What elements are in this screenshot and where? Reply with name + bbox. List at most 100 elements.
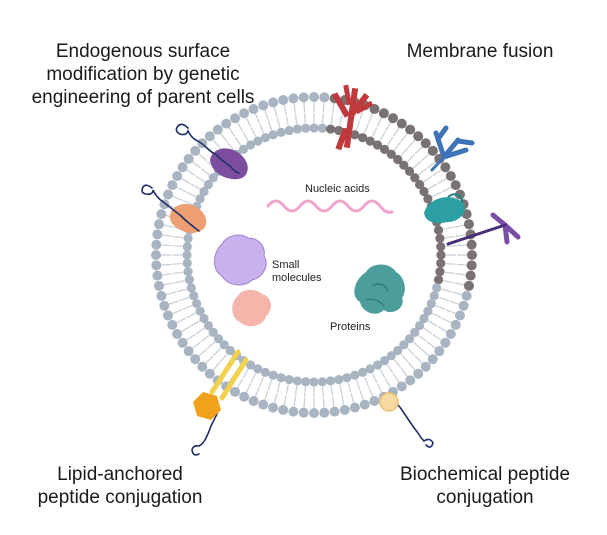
- lipid-head: [386, 149, 396, 159]
- lipid-head: [268, 130, 278, 140]
- lipid-head: [184, 275, 195, 285]
- lipid-head: [440, 337, 451, 348]
- lipid-tail: [242, 131, 249, 142]
- lipid-tail: [423, 327, 433, 335]
- lipid-head: [245, 360, 256, 370]
- lipid-head: [309, 377, 319, 387]
- lipid-head: [349, 402, 360, 413]
- lipid-tail: [359, 109, 364, 120]
- lipid-tail: [444, 271, 455, 275]
- lipid-tail: [267, 120, 273, 131]
- lipid-head: [342, 373, 352, 383]
- lipid-tail: [181, 325, 191, 333]
- lipid-tail: [400, 353, 409, 363]
- lipid-tail: [455, 234, 466, 237]
- lipid-tail: [445, 262, 456, 265]
- lipid-tail: [283, 104, 287, 115]
- lipid-head: [369, 395, 380, 406]
- lipid-head: [309, 408, 319, 418]
- lipid-tail: [332, 103, 335, 114]
- lipid-head: [203, 320, 214, 331]
- lipid-tail: [363, 123, 369, 134]
- lipid-head: [309, 92, 319, 102]
- lipid-tail: [294, 114, 298, 125]
- lipid-tail: [427, 183, 438, 190]
- lipid-head: [435, 266, 445, 277]
- caption-biochemical-peptide-conjugation: Biochemical peptide conjugation: [380, 463, 590, 509]
- lipid-tail: [259, 123, 265, 134]
- lipid-head: [177, 162, 188, 173]
- lipid-head: [325, 376, 336, 386]
- lipid-head: [365, 364, 375, 374]
- lipid-tail: [276, 117, 281, 128]
- lipid-head: [339, 404, 350, 415]
- lipid-head: [204, 131, 215, 142]
- lipid-tail: [322, 102, 325, 113]
- lipid-tail: [392, 373, 400, 383]
- lipid-tail: [386, 136, 394, 146]
- hexagon-linker-icon: [193, 392, 221, 420]
- lipid-tail: [228, 127, 236, 137]
- lipid-head: [461, 290, 472, 301]
- lipid-head: [350, 370, 360, 380]
- lipid-tail: [445, 309, 456, 315]
- lipid-head: [454, 310, 465, 321]
- lipid-tail: [186, 191, 196, 198]
- red-receptor-icon: [331, 84, 374, 151]
- lipid-head: [238, 144, 249, 155]
- lipid-tail: [176, 288, 187, 293]
- lipid-tail: [321, 386, 324, 397]
- lipid-head: [258, 399, 269, 410]
- lipid-tail: [264, 390, 269, 401]
- lipid-tail: [198, 348, 207, 357]
- lipid-tail: [339, 115, 343, 126]
- lipid-head: [463, 280, 474, 291]
- lipid-tail: [186, 312, 196, 319]
- lipid-tail: [303, 397, 306, 408]
- antibody-receptor-icon: [430, 125, 475, 172]
- small-molecule-icon: [214, 234, 271, 327]
- lipid-tail: [406, 154, 415, 163]
- lipid-head: [268, 370, 278, 380]
- lipid-tail: [400, 368, 408, 377]
- lipid-head: [372, 360, 383, 370]
- lipid-tail: [234, 136, 242, 146]
- lipid-head: [245, 140, 256, 150]
- lipid-head: [268, 97, 279, 108]
- lipid-head: [427, 354, 438, 365]
- lipid-head: [466, 260, 477, 271]
- lipid-head: [433, 225, 444, 235]
- lipid-tail: [332, 396, 335, 407]
- lipid-tail: [407, 139, 416, 148]
- lipid-tail: [186, 169, 196, 177]
- lipid-tail: [322, 397, 325, 408]
- lipid-head: [379, 144, 390, 155]
- lipid-tail: [293, 103, 296, 114]
- lipid-head: [309, 123, 319, 133]
- lipid-tail: [454, 282, 465, 286]
- lipid-tail: [236, 122, 244, 132]
- lipid-tail: [355, 120, 361, 131]
- lipid-head: [172, 329, 183, 339]
- lipid-tail: [437, 325, 447, 333]
- lipid-tail: [213, 347, 222, 356]
- lipid-tail: [421, 153, 430, 162]
- caption-line: engineering of parent cells: [31, 87, 255, 108]
- lipid-head: [378, 108, 389, 119]
- lipid-tail: [192, 161, 201, 169]
- lipid-head: [208, 173, 218, 183]
- lipid-head: [365, 136, 375, 146]
- lipid-head: [151, 260, 162, 271]
- lipid-head: [230, 386, 240, 397]
- lipid-tail: [418, 168, 428, 176]
- lipid-tail: [304, 386, 307, 397]
- protein-cargo-icon: [354, 264, 405, 314]
- lipid-head: [393, 154, 403, 165]
- lipid-head: [426, 299, 436, 309]
- lipid-head: [450, 180, 461, 191]
- label-proteins: Proteins: [330, 321, 371, 333]
- enzyme-conjugation-icon: [379, 392, 399, 412]
- lipid-tail: [441, 186, 452, 193]
- lipid-tail: [172, 309, 183, 315]
- lipid-head: [413, 131, 424, 142]
